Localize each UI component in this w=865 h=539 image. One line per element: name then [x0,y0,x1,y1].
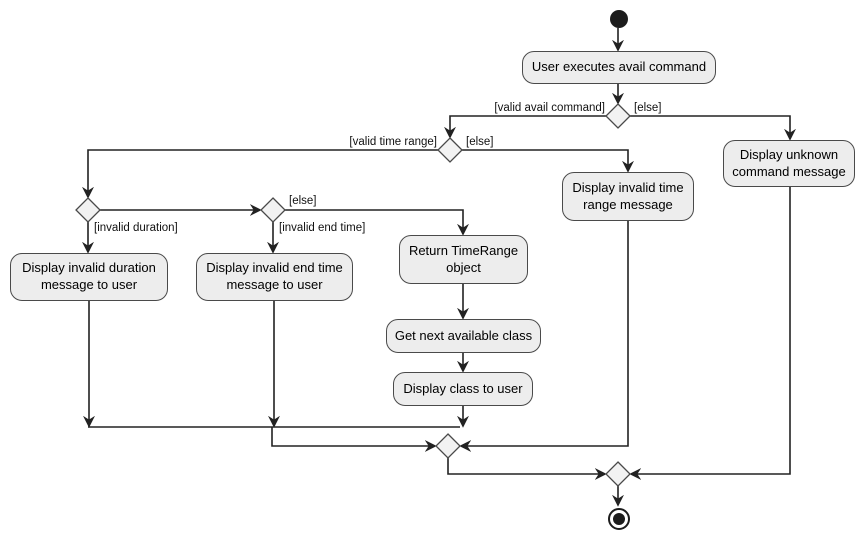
decision-valid-time-range [437,137,463,163]
activity-display-unknown-command: Display unknown command message [723,140,855,187]
final-node [608,508,630,530]
guard-invalid-duration: [invalid duration] [94,222,178,234]
activity-return-timerange: Return TimeRange object [399,235,528,284]
activity-display-class-to-user: Display class to user [393,372,533,406]
activity-user-executes-avail: User executes avail command [522,51,716,84]
final-node-dot [613,513,625,525]
guard-valid-time-range: [valid time range] [349,136,437,148]
edge-invalid-time-to-merge-diamond [459,221,629,452]
edge-else-to-display-unknown [630,115,796,141]
guard-else-valid-duration: [else] [289,195,317,207]
activity-display-invalid-end-time: Display invalid end time message to user [196,253,353,301]
edge-merge-bar-to-merge-diamond [271,427,437,452]
decision-valid-avail-command [605,103,631,129]
activity-display-invalid-time-range: Display invalid time range message [562,172,694,221]
merge-diamond-final [605,461,631,487]
edge-else-to-display-invalid-time [462,149,634,173]
decision-invalid-end-time [260,197,286,223]
guard-invalid-end-time: [invalid end time] [279,222,366,234]
guard-else-invalid-command: [else] [634,102,662,114]
edge-merge-diamond-to-final-merge [447,458,607,480]
edge-valid-time-range [82,149,438,199]
activity-display-invalid-duration: Display invalid duration message to user [10,253,168,301]
edge-else-to-return-timerange [285,209,469,236]
initial-node [610,10,628,28]
merge-diamond-time-range [435,433,461,459]
edge-valid-avail-command [444,115,606,139]
activity-get-next-available-class: Get next available class [386,319,541,353]
guard-valid-avail-command: [valid avail command] [494,102,605,114]
guard-else-invalid-time-range: [else] [466,136,494,148]
decision-invalid-duration [75,197,101,223]
edge-unknown-command-to-final-merge [629,187,791,480]
